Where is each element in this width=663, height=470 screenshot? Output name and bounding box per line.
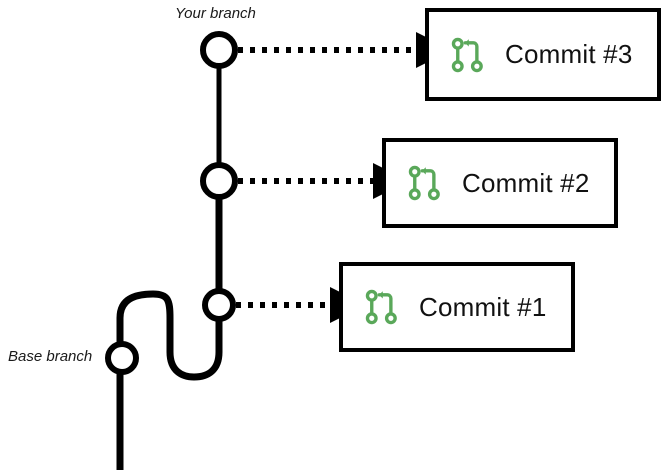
commit-card-3[interactable]: Commit #3: [425, 8, 661, 101]
commit-card-1-label: Commit #1: [419, 291, 547, 322]
commit-node-2[interactable]: [200, 162, 238, 200]
base-branch-line: [116, 290, 223, 470]
git-compare-icon: [408, 165, 440, 201]
your-branch-label: Your branch: [175, 5, 256, 22]
base-branch-node[interactable]: [105, 341, 139, 375]
git-compare-icon: [365, 289, 397, 325]
commit-card-2[interactable]: Commit #2: [382, 138, 618, 228]
commit-card-2-label: Commit #2: [462, 167, 590, 198]
base-branch-label: Base branch: [8, 348, 93, 365]
commit-card-3-label: Commit #3: [505, 39, 633, 69]
git-compare-icon: [451, 37, 483, 72]
commit-node-1[interactable]: [202, 288, 236, 322]
commit-node-3[interactable]: [200, 31, 238, 69]
commit-card-1[interactable]: Commit #1: [339, 262, 575, 352]
